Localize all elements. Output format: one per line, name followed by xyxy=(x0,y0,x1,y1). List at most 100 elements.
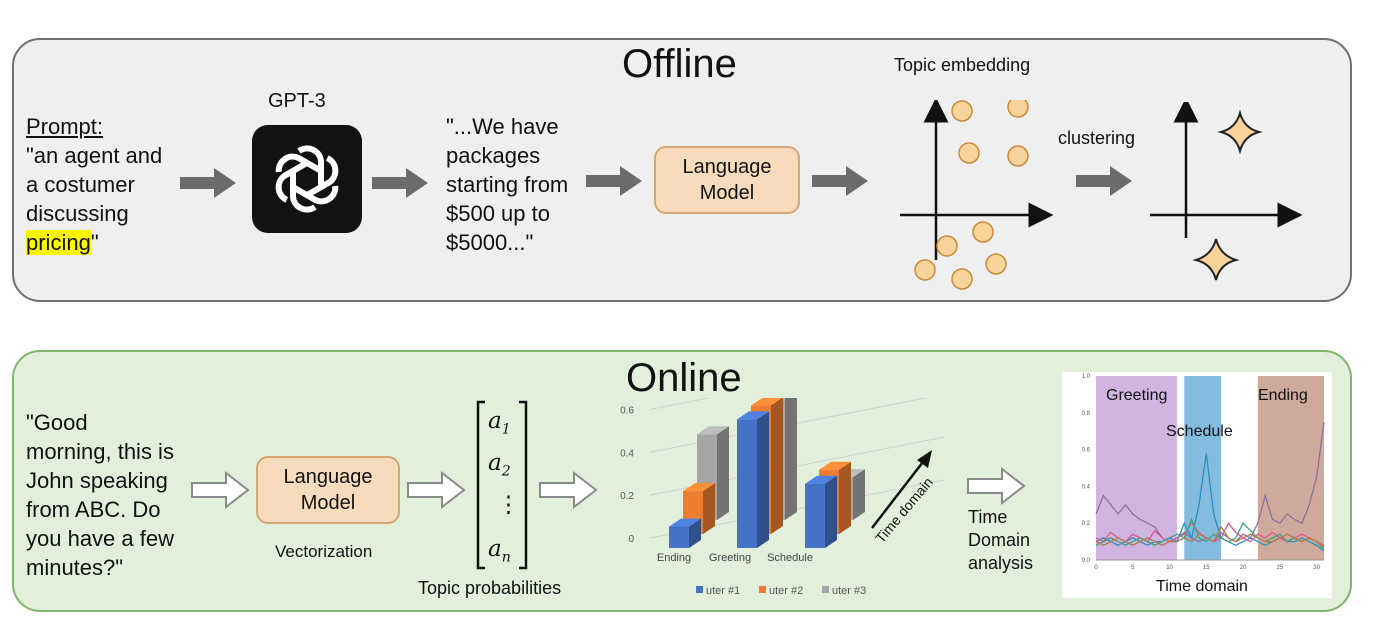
embedding-point xyxy=(936,235,958,257)
x-tick-label: 10 xyxy=(1166,565,1173,571)
bar-side xyxy=(689,518,701,548)
y-tick-label: 0.6 xyxy=(1082,448,1091,454)
bar-top xyxy=(751,398,783,406)
output-line: starting from xyxy=(446,172,569,197)
arrow-icon xyxy=(372,168,428,198)
x-tick-label: Greeting xyxy=(709,552,751,564)
region-band xyxy=(1184,376,1222,560)
bar-side xyxy=(825,475,837,548)
prompt-text: Prompt: "an agent and a costumer discuss… xyxy=(26,112,162,257)
legend-swatch xyxy=(759,586,766,593)
embedding-point xyxy=(1007,100,1029,118)
series-line xyxy=(1095,517,1325,550)
y-tick-label: 0.2 xyxy=(1082,521,1091,527)
legend-swatch xyxy=(696,586,703,593)
bar-top xyxy=(683,483,715,492)
topic-vector: a1 a2 ⋮ an xyxy=(476,400,528,570)
hollow-arrow-icon xyxy=(967,466,1026,506)
region-label: Schedule xyxy=(1166,423,1233,440)
arrow-icon xyxy=(1076,166,1132,196)
openai-logo-icon xyxy=(275,145,339,213)
prompt-end: " xyxy=(90,230,99,255)
hollow-arrow-icon xyxy=(407,470,466,510)
arrow-icon xyxy=(180,168,236,198)
bar xyxy=(737,411,769,548)
utterance-line: from ABC. Do xyxy=(26,497,161,522)
x-tick-label: 30 xyxy=(1313,565,1320,571)
prompt-line: "an agent and xyxy=(26,143,163,168)
y-tick-label: 0.4 xyxy=(620,448,634,459)
x-tick-label: 15 xyxy=(1203,565,1210,571)
utterance-line: morning, this is xyxy=(26,439,174,464)
clustering-plot xyxy=(1150,102,1302,281)
arrow-icon xyxy=(586,166,642,196)
bar-top xyxy=(805,475,837,484)
legend-label: uter #2 xyxy=(769,585,803,597)
bar-side xyxy=(853,469,865,520)
x-tick-label: 5 xyxy=(1131,565,1135,571)
y-tick-label: 0.2 xyxy=(620,491,634,502)
utterance-line: "Good xyxy=(26,410,88,435)
prompt-line: discussing xyxy=(26,201,129,226)
lm-line: Language xyxy=(283,466,373,488)
time-domain-analysis-label: Time Domain analysis xyxy=(968,506,1033,575)
hollow-arrow-icon xyxy=(539,470,598,510)
gridline xyxy=(649,398,711,410)
bar-top xyxy=(697,426,729,435)
bar-top xyxy=(819,461,851,470)
region-label: Ending xyxy=(1258,387,1308,404)
gpt3-logo xyxy=(252,125,362,233)
matrix-dots: ⋮ xyxy=(497,492,520,518)
embedding-point xyxy=(951,100,973,122)
legend-label: uter #1 xyxy=(706,585,740,597)
gpt-output-text: "...We have packages starting from $500 … xyxy=(446,112,568,257)
bar-side xyxy=(757,411,769,548)
x-tick-label: 0 xyxy=(1094,565,1098,571)
embedding-point xyxy=(914,259,936,281)
x-tick-label: Ending xyxy=(657,552,691,564)
utterance-line: minutes?" xyxy=(26,555,124,580)
time-domain-arrow xyxy=(871,457,927,529)
arrowhead-icon xyxy=(917,450,932,468)
lm-line: Model xyxy=(300,492,356,514)
lm-line: Language xyxy=(682,156,772,178)
legend-label: uter #3 xyxy=(832,585,866,597)
tda-line: Time xyxy=(968,507,1008,527)
offline-title: Offline xyxy=(622,42,737,86)
cluster-star-icon xyxy=(1192,238,1240,281)
y-tick-label: 0.8 xyxy=(1082,411,1091,417)
matrix-entry-an: an xyxy=(488,536,511,566)
clustering-label: clustering xyxy=(1058,128,1136,148)
x-axis-label: Time domain xyxy=(1156,578,1248,595)
prompt-line: a costumer xyxy=(26,172,135,197)
bar-front xyxy=(737,419,757,548)
embedding-point xyxy=(1007,145,1029,167)
bar-top xyxy=(737,411,769,420)
y-tick-label: 0.0 xyxy=(1082,558,1091,564)
tda-line: analysis xyxy=(968,553,1034,573)
embedding-point xyxy=(985,253,1007,275)
language-model-box: Language Model xyxy=(654,146,800,214)
embedding-point xyxy=(972,221,994,243)
prompt-label: Prompt: xyxy=(26,114,104,139)
matrix-entry-a2: a2 xyxy=(488,450,511,480)
region-band xyxy=(1096,376,1177,560)
embedding-point xyxy=(958,142,980,164)
x-tick-label: 20 xyxy=(1240,565,1247,571)
prompt-highlight: pricing xyxy=(26,230,91,255)
bar xyxy=(669,518,701,548)
topic-embedding-label: Topic embedding xyxy=(894,55,1031,75)
prompt-line: pricing" xyxy=(26,228,162,257)
y-tick-label: 0.4 xyxy=(1082,484,1091,490)
series-line xyxy=(1095,525,1325,548)
output-line: $500 up to xyxy=(446,201,550,226)
legend-swatch xyxy=(822,586,829,593)
lm-line: Model xyxy=(699,182,755,204)
y-tick-label: 1.0 xyxy=(1082,374,1091,380)
matrix-brackets xyxy=(476,400,528,570)
bar-front xyxy=(669,526,689,548)
bar-side xyxy=(703,483,715,534)
vectorization-label: Vectorization xyxy=(275,542,373,561)
region-band xyxy=(1257,376,1324,560)
topic-embedding-plot xyxy=(900,100,1054,290)
